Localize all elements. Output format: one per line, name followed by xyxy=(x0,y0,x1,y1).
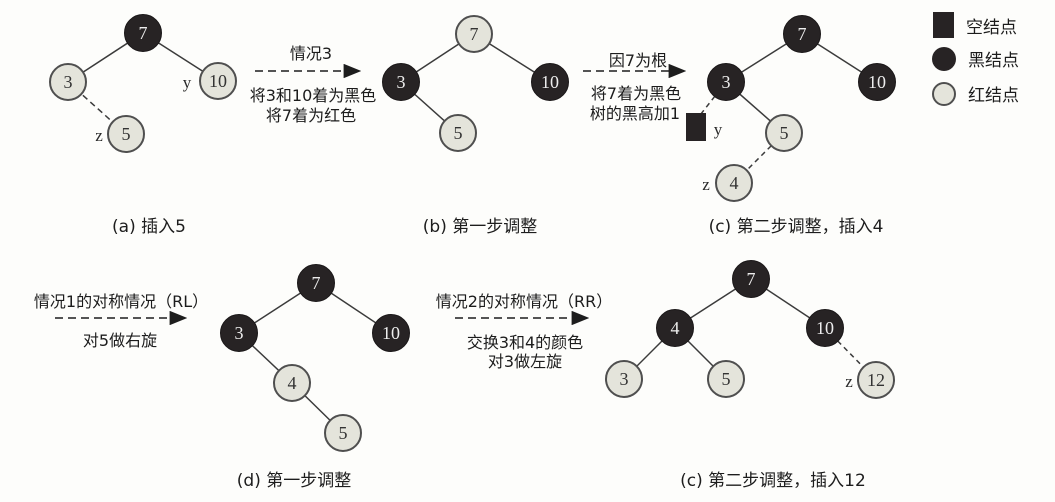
tree-e-node-4: 4 xyxy=(656,309,694,347)
node-value: 4 xyxy=(670,317,680,338)
legend-item-black-node: 黑结点 xyxy=(932,46,1019,71)
black-node-circle-icon xyxy=(932,46,956,71)
node-value: 5 xyxy=(453,122,463,143)
tree-b-caption: (b) 第一步调整 xyxy=(422,217,538,237)
tree-c-pointer-z: z xyxy=(702,175,710,194)
tree-c-node-3: 3 xyxy=(707,63,745,101)
node-value: 7 xyxy=(469,23,479,44)
node-value: 3 xyxy=(619,368,629,389)
node-value: 7 xyxy=(797,23,807,44)
tree-a-pointer-y: y xyxy=(182,73,192,92)
node-value: 7 xyxy=(138,22,148,43)
tree-d-node-7: 7 xyxy=(297,264,335,302)
transition-arrows xyxy=(55,63,687,326)
tree-b-node-5: 5 xyxy=(439,114,477,152)
tree-a-node-5: 5 xyxy=(107,115,145,153)
arrow2-line-2: 树的黑高加1 xyxy=(589,104,681,123)
tree-a-node-7: 7 xyxy=(124,14,162,52)
tree-d-node-5: 5 xyxy=(324,414,362,452)
tree-e-node-7: 7 xyxy=(732,260,770,298)
tree-c-node-4: 4 xyxy=(715,164,753,202)
node-value: 4 xyxy=(287,372,297,393)
tree-a-pointer-z: z xyxy=(95,126,103,145)
node-value: 10 xyxy=(541,71,559,92)
tree-d-node-4: 4 xyxy=(273,364,311,402)
arrow1-line-2: 将7着为红色 xyxy=(265,106,357,125)
tree-b-node-3: 3 xyxy=(382,63,420,101)
arrow4-line-2: 对3做左旋 xyxy=(487,352,563,371)
node-value: 5 xyxy=(721,368,731,389)
legend-item-empty-node: 空结点 xyxy=(933,12,1017,38)
tree-e-node-3: 3 xyxy=(605,360,643,398)
node-value: 3 xyxy=(721,71,731,92)
node-value: 7 xyxy=(311,272,321,293)
arrow3-line-1: 对5做右旋 xyxy=(82,331,158,350)
legend-label: 空结点 xyxy=(966,17,1017,38)
arrow2-line-1: 将7着为黑色 xyxy=(590,84,682,103)
tree-c-nil-node xyxy=(686,113,706,141)
empty-node-square-icon xyxy=(933,12,954,38)
red-node-circle-icon xyxy=(932,81,956,106)
node-value: 10 xyxy=(382,322,400,343)
tree-a-node-10: 10 xyxy=(199,62,237,100)
legend-label: 红结点 xyxy=(968,86,1019,106)
node-value: 10 xyxy=(816,317,834,338)
arrow1-line-1: 将3和10着为黑色 xyxy=(249,86,377,105)
arrow4-line-1: 交换3和4的颜色 xyxy=(466,333,584,352)
tree-b-node-7: 7 xyxy=(455,15,493,53)
arrow1-title: 情况3 xyxy=(289,44,333,63)
arrow4-title: 情况2的对称情况（RR） xyxy=(435,292,613,311)
tree-e-node-10: 10 xyxy=(806,309,844,347)
node-value: 12 xyxy=(867,369,885,390)
tree-e-caption: (c) 第二步调整，插入12 xyxy=(680,471,866,491)
tree-e-node-5: 5 xyxy=(707,360,745,398)
tree-e-pointer-z: z xyxy=(845,372,853,391)
arrow3-title: 情况1的对称情况（RL） xyxy=(33,292,209,311)
edge-c-3-nil-dashed xyxy=(696,81,727,120)
tree-c-node-7: 7 xyxy=(783,15,821,53)
tree-a-caption: (a) 插入5 xyxy=(112,217,186,237)
node-value: 5 xyxy=(779,122,789,143)
tree-e-node-12: 12 xyxy=(857,361,895,399)
tree-d-node-10: 10 xyxy=(372,314,410,352)
node-value: 3 xyxy=(63,71,73,92)
node-value: 3 xyxy=(396,71,406,92)
node-value: 5 xyxy=(121,123,131,144)
tree-a-node-3: 3 xyxy=(49,63,87,101)
legend-item-red-node: 红结点 xyxy=(932,81,1019,106)
tree-d-caption: (d) 第一步调整 xyxy=(236,471,352,491)
node-value: 3 xyxy=(234,322,244,343)
tree-c-pointer-y: y xyxy=(713,120,723,139)
tree-d-node-3: 3 xyxy=(220,314,258,352)
tree-b-node-10: 10 xyxy=(531,63,569,101)
node-value: 7 xyxy=(746,268,756,289)
node-value: 5 xyxy=(338,422,348,443)
node-value: 10 xyxy=(209,70,227,91)
node-value: 10 xyxy=(868,71,886,92)
tree-c-node-10: 10 xyxy=(858,63,896,101)
node-value: 4 xyxy=(729,172,739,193)
tree-c-node-5: 5 xyxy=(765,114,803,152)
tree-c-caption: (c) 第二步调整，插入4 xyxy=(708,217,884,237)
arrow2-title: 因7为根 xyxy=(608,51,668,70)
legend-label: 黑结点 xyxy=(968,51,1019,71)
